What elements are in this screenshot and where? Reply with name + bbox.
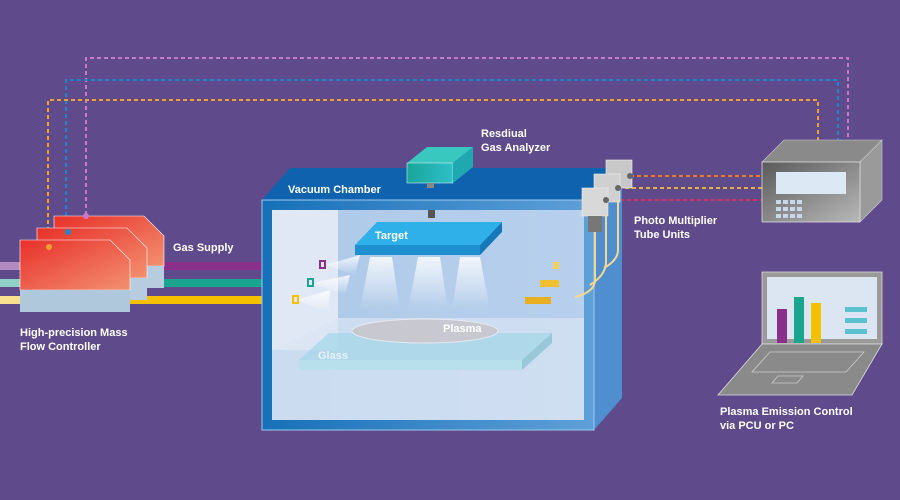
label-line: Photo Multiplier	[634, 215, 718, 227]
label-line: Gas Analyzer	[481, 142, 551, 154]
plasma-label: Plasma	[443, 323, 482, 335]
residual-gas-analyzer-label: Resdiual Gas Analyzer	[481, 127, 550, 155]
keypad	[776, 200, 802, 218]
label-line: via PCU or PC	[720, 420, 794, 432]
label-line: Flow Controller	[20, 341, 101, 353]
residual-gas-analyzer	[406, 147, 473, 188]
laptop	[717, 271, 883, 396]
target-plate	[355, 222, 502, 255]
signal-line-pink	[85, 57, 849, 215]
glass-substrate	[299, 333, 552, 370]
mass-flow-controller-label: High-precision Mass Flow Controller	[20, 326, 128, 354]
glass-label: Glass	[318, 350, 348, 362]
label-line: Resdiual	[481, 128, 527, 140]
pmt-label: Photo Multiplier Tube Units	[634, 214, 717, 242]
label-line: High-precision Mass	[20, 327, 128, 339]
gas-pipe-yellow	[0, 296, 20, 304]
emission-sensors	[292, 260, 559, 304]
signal-lines	[47, 57, 849, 245]
gas-supply-label: Gas Supply	[173, 242, 234, 254]
plasma-control-label: Plasma Emission Control via PCU or PC	[720, 405, 853, 433]
signal-line-orange	[47, 99, 819, 245]
gas-pipe-purple	[0, 262, 20, 270]
gas-pipes	[0, 262, 265, 304]
label-line: Tube Units	[634, 229, 691, 241]
plasma-control-unit	[761, 139, 883, 223]
photo-multiplier-tubes	[574, 159, 633, 298]
label-line: Plasma Emission Control	[720, 406, 853, 418]
gas-pipe-teal	[0, 279, 20, 287]
plasma-disc	[351, 318, 499, 344]
laptop-bar-yellow	[811, 303, 821, 343]
vacuum-chamber-label: Vacuum Chamber	[288, 184, 381, 196]
laptop-bar-teal	[794, 297, 804, 343]
target-label: Target	[375, 230, 408, 242]
sputter-beams	[296, 255, 490, 312]
laptop-bar-purple	[777, 309, 787, 343]
signal-line-blue	[65, 79, 839, 230]
mass-flow-controller	[19, 213, 165, 312]
